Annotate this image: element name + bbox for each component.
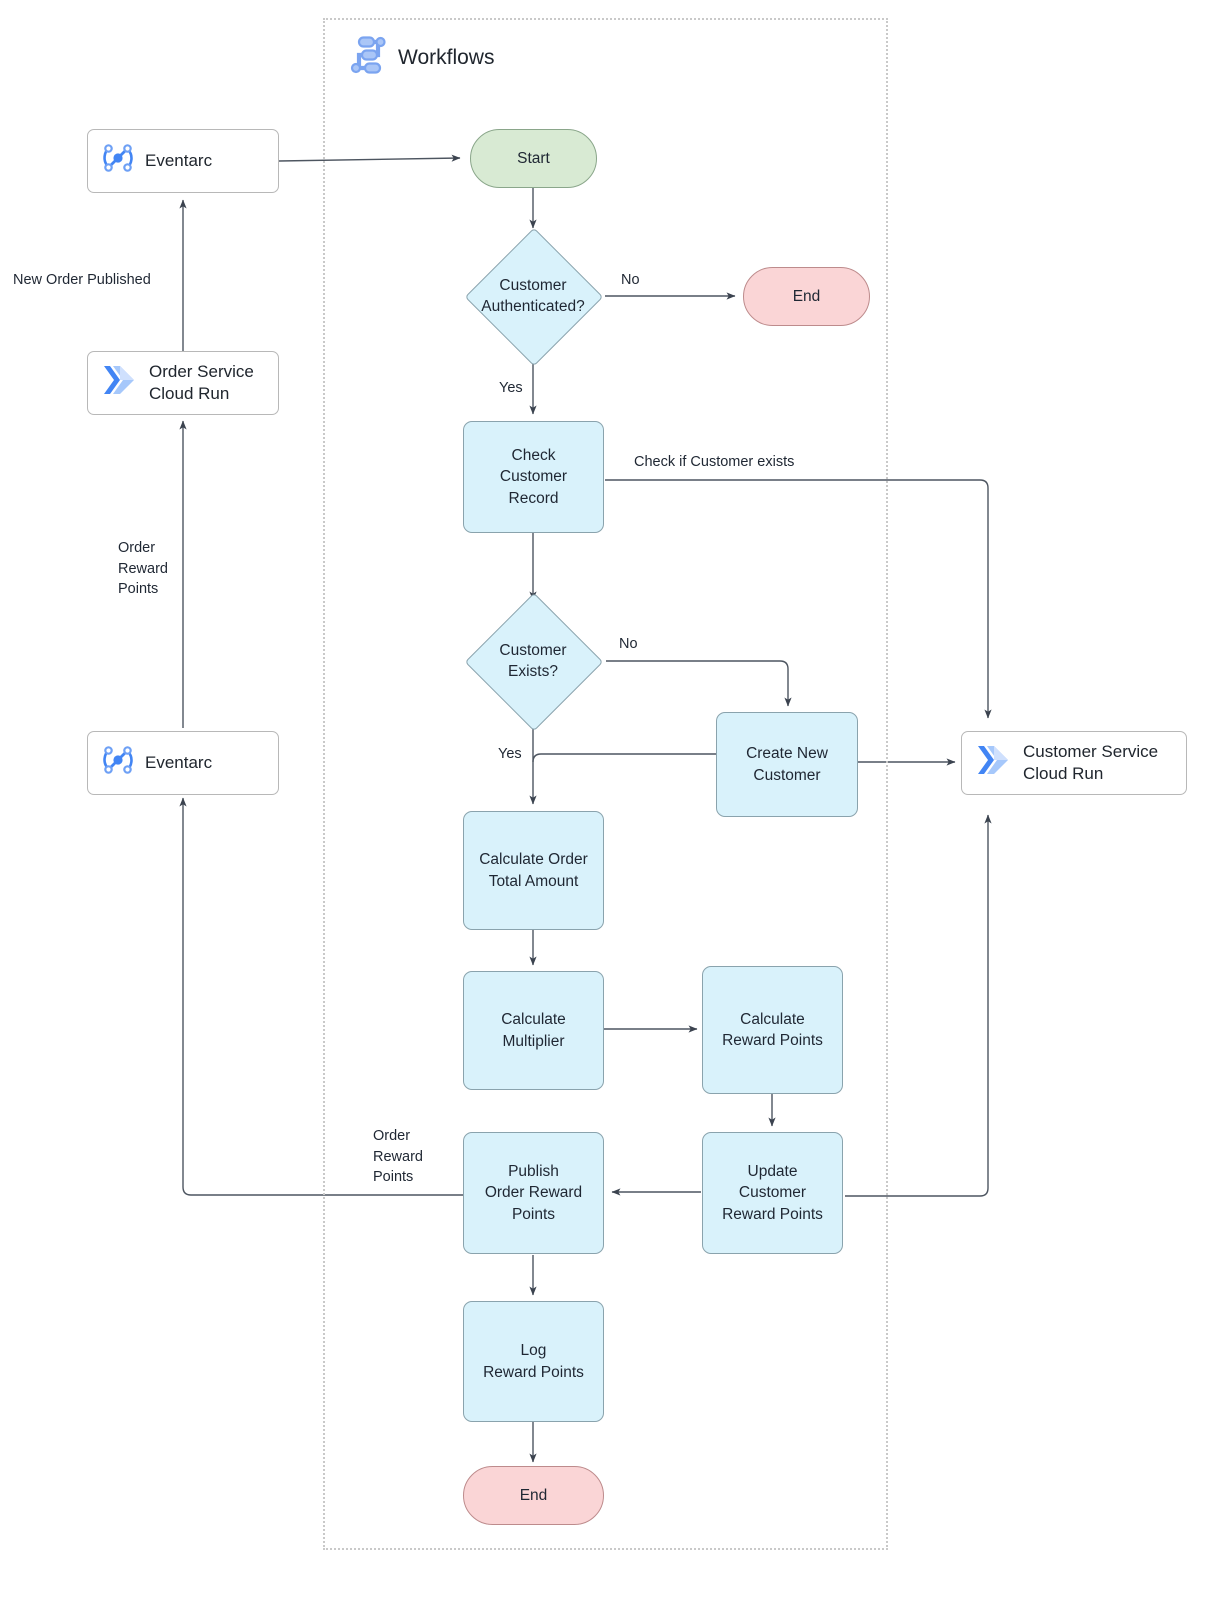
edge-label-auth-no: No [621, 272, 640, 288]
node-end-top[interactable]: End [743, 267, 870, 326]
workflows-group-title: Workflows [348, 33, 494, 82]
node-label: End [519, 1486, 548, 1504]
workflows-group-container [323, 18, 888, 1550]
edge-label-new-order-published: New Order Published [13, 272, 151, 288]
cloud-run-icon [974, 743, 1014, 783]
edge-label-order-reward-points-mid: Order Reward Points [373, 1128, 423, 1186]
workflows-group-label: Workflows [398, 45, 495, 69]
workflows-icon [348, 33, 388, 82]
node-eventarc-top[interactable]: Eventarc [87, 129, 279, 193]
edge-label-order-reward-points-left: Order Reward Points [118, 540, 168, 598]
node-label: Start [517, 149, 550, 167]
node-end-bottom[interactable]: End [463, 1466, 604, 1525]
edge-label-auth-yes: Yes [499, 380, 523, 396]
node-label: Eventarc [145, 752, 213, 772]
cloud-run-icon [100, 363, 140, 403]
eventarc-icon [100, 140, 136, 182]
node-label: Eventarc [145, 150, 213, 170]
node-start[interactable]: Start [470, 129, 597, 188]
edge-label-exists-yes: Yes [498, 746, 522, 762]
edge-label-exists-no: No [619, 636, 638, 652]
node-label: End [792, 287, 821, 305]
edge-label-check-if-customer-exists: Check if Customer exists [634, 454, 795, 470]
node-eventarc-bottom[interactable]: Eventarc [87, 731, 279, 795]
eventarc-icon [100, 742, 136, 784]
